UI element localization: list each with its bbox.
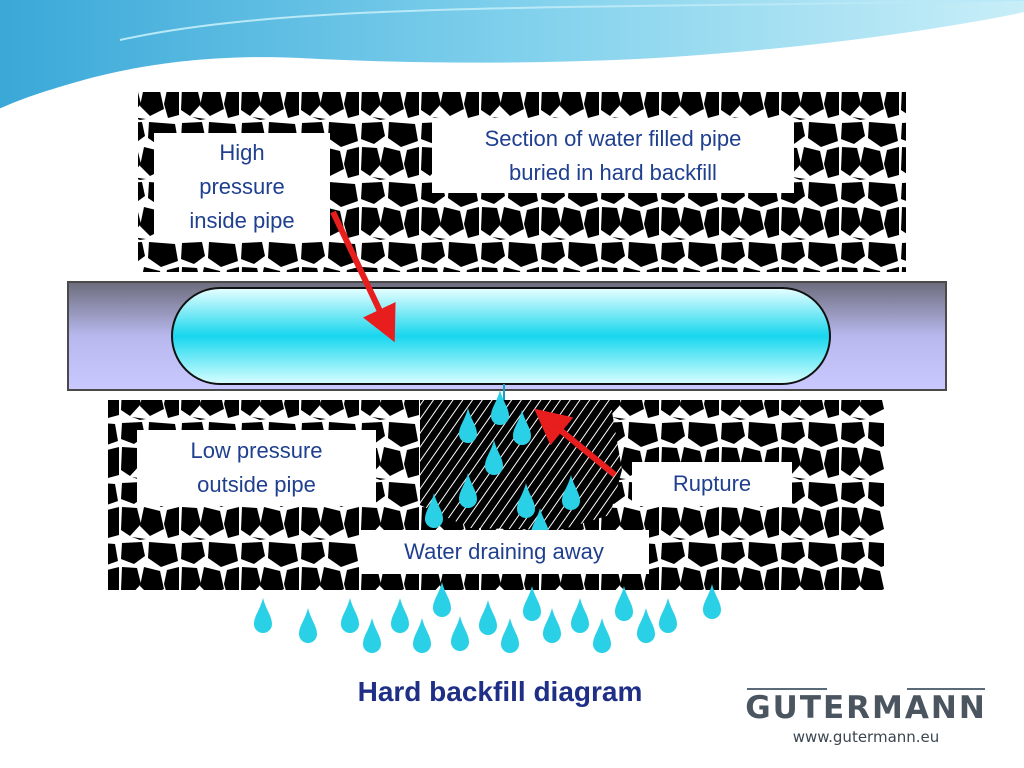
water-drop <box>501 618 519 653</box>
water-drop <box>459 473 477 508</box>
water-drop <box>299 608 317 643</box>
water-drop <box>703 584 721 619</box>
water-drop <box>391 598 409 633</box>
diagram-caption: Hard backfill diagram <box>357 676 643 707</box>
water-drop <box>451 616 469 651</box>
logo-rule-right <box>907 688 985 690</box>
arrow-rupture <box>534 408 617 478</box>
water-drop <box>425 493 443 528</box>
water-drop <box>433 582 451 617</box>
water-drop <box>659 598 677 633</box>
water-drop <box>254 598 272 633</box>
banner <box>0 0 1024 112</box>
arrow-high-pressure <box>330 210 396 343</box>
water-drop <box>491 390 509 425</box>
gutermann-logo: GUTERMANN www.gutermann.eu <box>735 618 997 748</box>
water-drop <box>562 475 581 511</box>
water-drop <box>543 608 561 643</box>
water-drop <box>459 408 477 443</box>
water-in-pipe <box>171 287 831 385</box>
logo-brand-text: GUTERMANN <box>745 690 987 726</box>
low-pressure-label: Low pressure outside pipe <box>137 430 376 506</box>
water-drop <box>485 440 503 475</box>
logo-url-text: www.gutermann.eu <box>792 728 940 746</box>
water-drops <box>254 390 721 653</box>
water-drop <box>363 618 381 653</box>
water-drop <box>517 483 535 518</box>
logo-rule-left <box>747 688 827 690</box>
water-drop <box>615 586 633 621</box>
rupture-label: Rupture <box>632 462 792 506</box>
water-draining-label: Water draining away <box>359 530 649 574</box>
water-drop <box>523 586 541 621</box>
water-drop <box>341 598 359 633</box>
pipe-section-label: Section of water filled pipe buried in h… <box>432 118 794 193</box>
water-drop <box>593 618 611 653</box>
water-drop <box>570 598 590 634</box>
water-drop <box>513 410 531 445</box>
water-drop <box>413 618 431 653</box>
water-drop <box>637 608 655 643</box>
high-pressure-label: High pressure inside pipe <box>154 133 330 241</box>
water-drop <box>479 600 497 635</box>
